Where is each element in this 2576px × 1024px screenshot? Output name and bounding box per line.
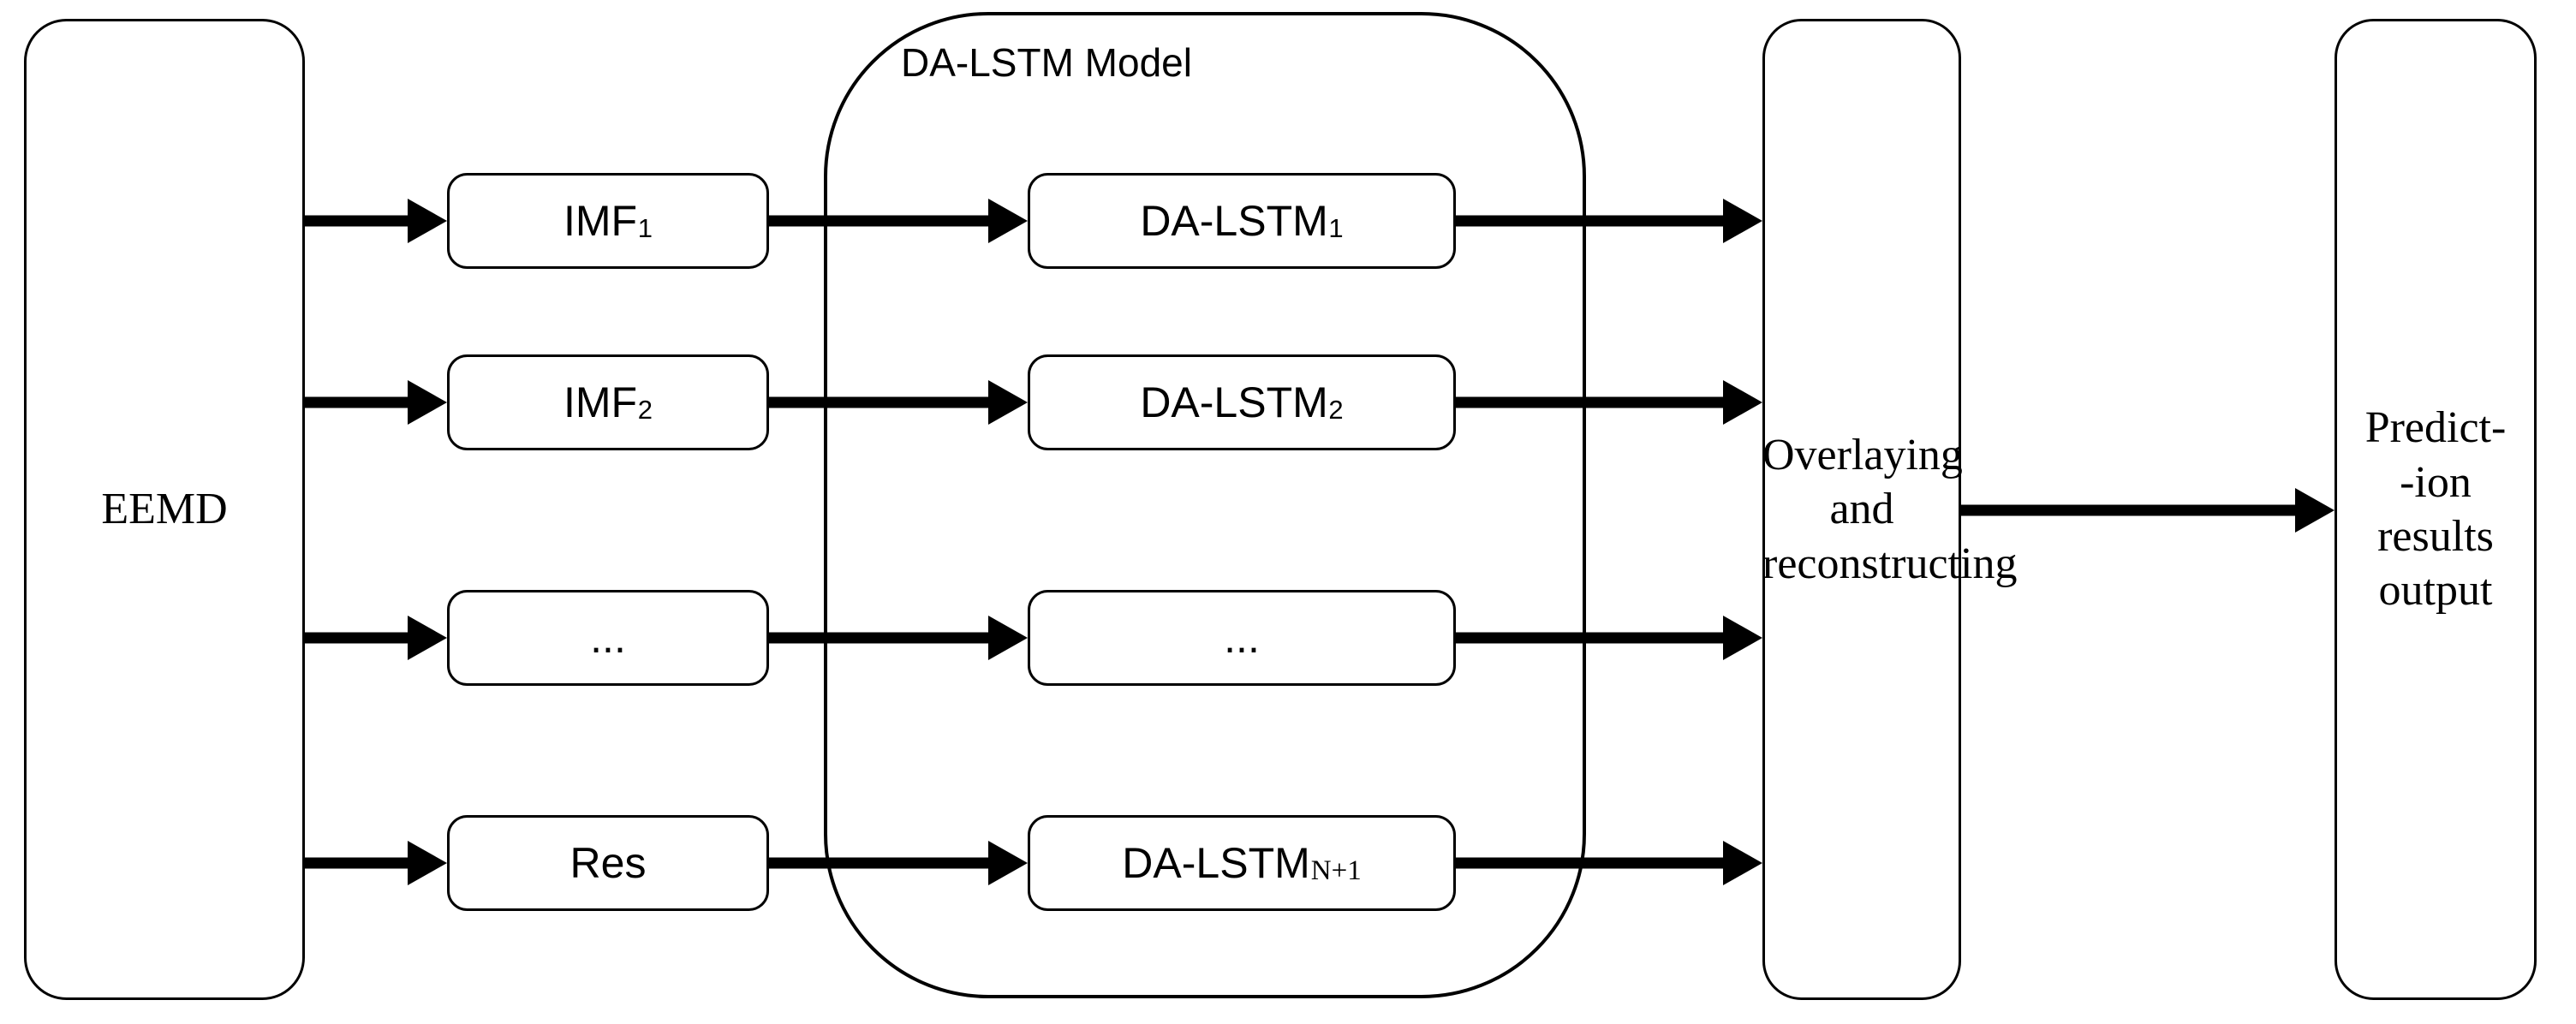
imf-box-2 xyxy=(447,354,769,450)
model-2-to-overlay-arrow xyxy=(1456,380,1762,425)
imf-2-to-model-2-arrow-head xyxy=(988,380,1028,425)
eemd-to-imf-2-arrow xyxy=(305,380,447,425)
overlay-to-output-arrow-head xyxy=(2295,488,2334,533)
model-2-to-overlay-arrow-head xyxy=(1723,380,1762,425)
imf-1-to-model-1-arrow-head xyxy=(988,199,1028,243)
imf-box-3 xyxy=(447,590,769,686)
prediction-results-output-box xyxy=(2334,19,2537,1000)
eemd-to-imf-2-arrow-head xyxy=(408,380,447,425)
model-1-to-overlay-arrow-head xyxy=(1723,199,1762,243)
da-lstm-box-4 xyxy=(1028,815,1456,911)
da-lstm-box-2 xyxy=(1028,354,1456,450)
overlaying-reconstructing-box xyxy=(1762,19,1961,1000)
imf-3-to-model-3-arrow xyxy=(769,616,1028,660)
model-1-to-overlay-arrow xyxy=(1456,199,1762,243)
eemd-to-imf-3-arrow-head xyxy=(408,616,447,660)
da-lstm-box-3 xyxy=(1028,590,1456,686)
model-4-to-overlay-arrow-head xyxy=(1723,841,1762,885)
imf-box-4 xyxy=(447,815,769,911)
eemd-to-imf-1-arrow-head xyxy=(408,199,447,243)
da-lstm-box-1 xyxy=(1028,173,1456,269)
eemd-to-imf-4-arrow-head xyxy=(408,841,447,885)
imf-2-to-model-2-arrow xyxy=(769,380,1028,425)
imf-4-to-model-4-arrow-head xyxy=(988,841,1028,885)
eemd-to-imf-4-arrow xyxy=(305,841,447,885)
eemd-to-imf-3-arrow xyxy=(305,616,447,660)
eemd-to-imf-1-arrow xyxy=(305,199,447,243)
imf-box-1 xyxy=(447,173,769,269)
da-lstm-model-group-title: DA-LSTM Model xyxy=(901,40,1192,85)
model-3-to-overlay-arrow xyxy=(1456,616,1762,660)
imf-4-to-model-4-arrow xyxy=(769,841,1028,885)
imf-1-to-model-1-arrow xyxy=(769,199,1028,243)
eemd-box xyxy=(24,19,305,1000)
overlay-to-output-arrow xyxy=(1961,488,2334,533)
model-3-to-overlay-arrow-head xyxy=(1723,616,1762,660)
model-4-to-overlay-arrow xyxy=(1456,841,1762,885)
imf-3-to-model-3-arrow-head xyxy=(988,616,1028,660)
